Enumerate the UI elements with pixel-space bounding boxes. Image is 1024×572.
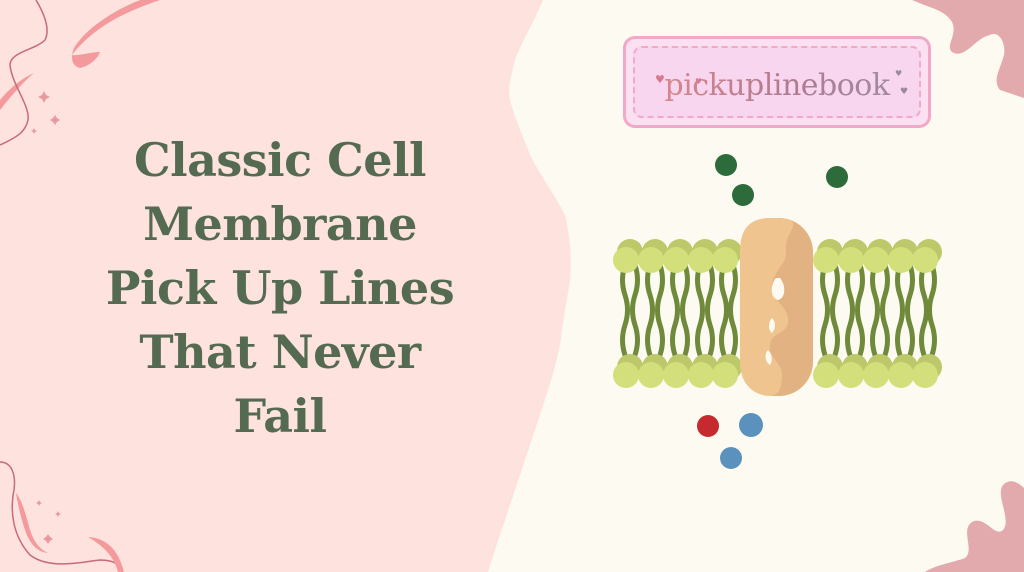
top-left-decoration (0, 0, 160, 146)
left-pink-panel (0, 0, 571, 572)
molecule-blue (739, 413, 763, 437)
lipid-heads-bottom-left (613, 354, 742, 388)
molecule-green (826, 166, 848, 188)
bottom-right-blob (925, 481, 1024, 572)
lipid-heads-top-right (813, 239, 942, 273)
lipid-heads-top-left (613, 239, 742, 273)
logo-text: pickuplinebook (635, 68, 919, 103)
title-line: Pick Up Lines (105, 261, 455, 315)
page-title: Classic Cell Membrane Pick Up Lines That… (70, 128, 490, 448)
logo-dashed-frame: ♥ ♥ ♥ ♥ pickuplinebook (633, 46, 921, 118)
top-right-blob (912, 0, 1024, 98)
title-line: Fail (233, 389, 327, 443)
heart-icon: ♥ (900, 88, 908, 97)
molecule-green (732, 184, 754, 206)
heart-icon: ♥ (695, 78, 702, 86)
bottom-left-decoration (0, 461, 124, 572)
brand-logo: ♥ ♥ ♥ ♥ pickuplinebook (623, 36, 931, 128)
channel-protein (740, 218, 813, 396)
molecule-green (715, 154, 737, 176)
heart-icon: ♥ (895, 70, 902, 78)
title-line: Membrane (143, 197, 417, 251)
lipid-heads-bottom-right (813, 354, 942, 388)
title-line: That Never (139, 325, 421, 379)
title-line: Classic Cell (133, 133, 427, 187)
molecule-red (697, 415, 719, 437)
cell-membrane-illustration (613, 154, 942, 469)
molecule-blue (720, 447, 742, 469)
heart-icon: ♥ (655, 74, 665, 85)
